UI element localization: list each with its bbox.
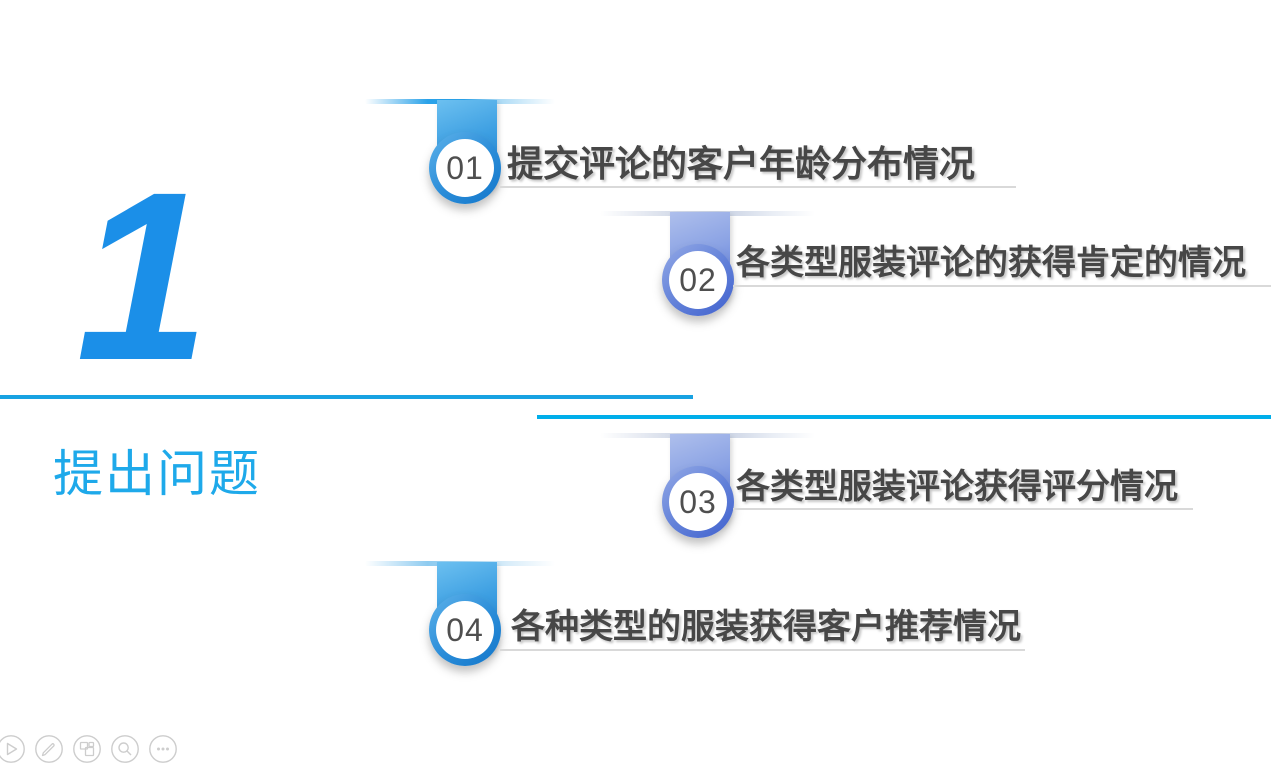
more-options-button[interactable] bbox=[149, 735, 177, 763]
more-options-icon bbox=[157, 747, 169, 751]
badge-number: 04 bbox=[436, 601, 494, 659]
agenda-item-02: 02 各类型服装评论的获得肯定的情况 bbox=[600, 209, 1271, 339]
zoom-button[interactable] bbox=[111, 735, 139, 763]
number-badge: 02 bbox=[662, 244, 734, 316]
number-badge: 01 bbox=[429, 132, 501, 204]
agenda-item-01: 01 提交评论的客户年龄分布情况 bbox=[365, 97, 1065, 227]
slideshow-play-button[interactable] bbox=[0, 735, 25, 763]
annotate-pen-button[interactable] bbox=[35, 735, 63, 763]
title-underline bbox=[733, 285, 1271, 287]
agenda-item-03: 03 各类型服装评论获得评分情况 bbox=[600, 431, 1271, 561]
title-underline bbox=[733, 508, 1193, 510]
badge-number: 02 bbox=[669, 251, 727, 309]
title-underline bbox=[500, 649, 1025, 651]
section-number: 1 bbox=[76, 142, 210, 410]
divider-line-left bbox=[0, 395, 693, 399]
number-badge: 03 bbox=[662, 466, 734, 538]
title-underline bbox=[500, 186, 1016, 188]
presenter-toolbar bbox=[0, 732, 187, 768]
slideshow-play-icon bbox=[6, 742, 18, 756]
number-badge: 04 bbox=[429, 594, 501, 666]
zoom-icon bbox=[118, 742, 132, 756]
item-title: 各种类型的服装获得客户推荐情况 bbox=[511, 608, 1021, 646]
section-title: 提出问题 bbox=[53, 446, 261, 502]
item-title: 提交评论的客户年龄分布情况 bbox=[507, 143, 976, 184]
annotate-pen-icon bbox=[41, 743, 55, 757]
item-title: 各类型服装评论的获得肯定的情况 bbox=[736, 244, 1246, 282]
item-title: 各类型服装评论获得评分情况 bbox=[736, 468, 1178, 506]
badge-number: 01 bbox=[436, 139, 494, 197]
slide-panels-button[interactable] bbox=[73, 735, 101, 763]
badge-number: 03 bbox=[669, 473, 727, 531]
agenda-item-04: 04 各种类型的服装获得客户推荐情况 bbox=[365, 559, 1065, 689]
divider-line-right bbox=[537, 415, 1271, 419]
slide-panels-icon bbox=[79, 741, 95, 757]
